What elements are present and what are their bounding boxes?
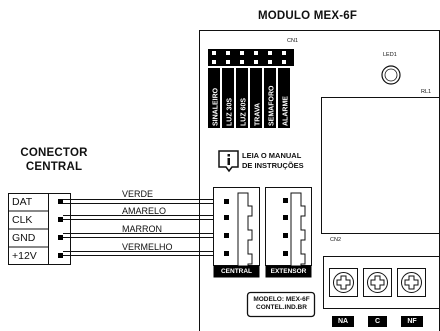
board-extensor-connector (265, 187, 312, 278)
cn2-label: CN2 (330, 237, 342, 243)
wires (63, 199, 228, 256)
manual-note-line1: LEIA O MANUAL (242, 151, 302, 160)
led-icon (381, 65, 401, 85)
extensor-label: EXTENSOR (270, 268, 307, 275)
terminal-label-na: NA (337, 318, 349, 325)
terminal-label-nf: NF (407, 318, 417, 325)
module-title: MODULO MEX-6F (258, 10, 358, 22)
central-label: CENTRAL (220, 268, 253, 275)
wire-label-amarelo: AMARELO (122, 206, 167, 216)
manual-note-line2: DE INSTRUÇÕES (242, 161, 304, 170)
cn1-pin-label-6: ALARME (283, 96, 290, 126)
cn1-pin-label-5: SEMAFORO (269, 85, 276, 126)
terminal-block (323, 256, 440, 327)
wire-label-marron: MARRON (122, 224, 162, 234)
pin-label-12v: +12V (12, 250, 37, 262)
model-line1: MODELO: MEX-6F (253, 296, 310, 303)
pin-label-gnd: GND (12, 232, 36, 244)
cn1-header (208, 49, 294, 128)
connector-title-line2: CENTRAL (25, 161, 83, 173)
relay-label: RL1 (421, 89, 432, 95)
model-text: MODELO: MEX-6F CONTEL.IND.BR (248, 296, 315, 312)
cn1-label: CN1 (287, 38, 299, 44)
cn1-pin-label-3: LUZ 60S (241, 98, 248, 126)
cn1-pin-label-2: LUZ 30S (227, 98, 234, 126)
board-central-connector (213, 187, 260, 278)
cn1-pin-label-4: TRAVA (255, 103, 262, 126)
model-line2: CONTEL.IND.BR (256, 304, 307, 311)
led-label: LED1 (383, 52, 397, 58)
connector-title: CONECTOR CENTRAL (14, 147, 94, 173)
cn1-pin-label-1: SINALEIRO (213, 87, 220, 126)
pin-label-dat: DAT (12, 196, 33, 208)
model-box (246, 291, 316, 318)
central-connector (8, 193, 71, 265)
manual-note: LEIA O MANUAL DE INSTRUÇÕES (242, 151, 304, 171)
wire-label-vermelho: VERMELHO (122, 242, 173, 252)
connector-title-line1: CONECTOR (20, 147, 88, 159)
pin-label-clk: CLK (12, 214, 33, 226)
relay-rl1 (321, 97, 440, 234)
wire-label-verde: VERDE (122, 189, 154, 199)
terminal-label-c: C (374, 318, 381, 325)
info-icon (218, 150, 239, 173)
